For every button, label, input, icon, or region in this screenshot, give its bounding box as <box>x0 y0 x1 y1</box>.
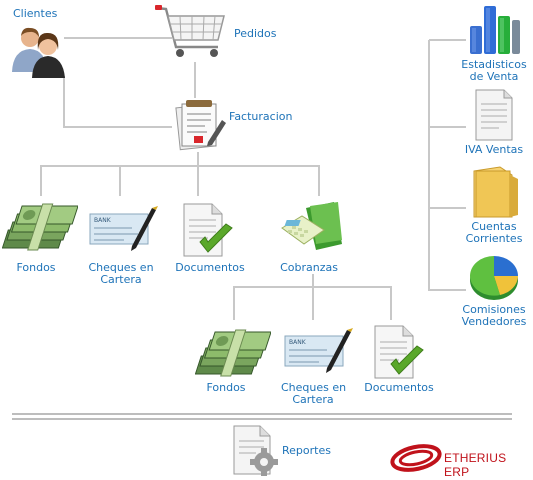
cuentas-label-line2: Corrientes <box>465 232 523 245</box>
shopping-cart-icon <box>155 5 225 57</box>
node-cheques-2[interactable]: BANK Cheques en Cartera <box>281 328 357 408</box>
facturacion-label: Facturacion <box>229 110 293 123</box>
document-icon <box>475 89 513 141</box>
pedidos-label: Pedidos <box>234 27 277 40</box>
node-reportes[interactable]: Reportes <box>230 424 350 480</box>
node-cobranzas[interactable]: Cobranzas <box>276 200 352 276</box>
documentos-2-label: Documentos <box>364 381 434 394</box>
node-cuentas-corrientes[interactable]: Cuentas Corrientes <box>458 165 530 247</box>
bank-cheque-icon: BANK <box>89 206 158 251</box>
cheques-1-label-line2: Cartera <box>100 273 142 286</box>
people-icon <box>12 27 65 78</box>
cuentas-label-line1: Cuentas <box>471 220 517 233</box>
node-estadisticos[interactable]: Estadisticos de Venta <box>458 4 530 84</box>
money-stack-icon <box>195 329 271 377</box>
comisiones-label-line1: Comisiones <box>462 303 526 316</box>
documentos-1-label: Documentos <box>175 261 245 274</box>
cheques-1-label-line1: Cheques en <box>88 261 154 274</box>
invoice-icon <box>175 100 226 151</box>
cheques-2-label-line2: Cartera <box>292 393 334 406</box>
node-facturacion[interactable]: Facturacion <box>172 98 302 154</box>
node-fondos-1[interactable]: Fondos <box>2 200 80 276</box>
document-check-icon <box>374 325 424 379</box>
iva-ventas-label: IVA Ventas <box>464 143 524 156</box>
bar-chart-icon <box>470 6 520 54</box>
cheques-2-label-line1: Cheques en <box>281 381 347 394</box>
node-comisiones[interactable]: Comisiones Vendedores <box>458 250 530 330</box>
estadisticos-label-line1: Estadisticos <box>461 58 527 71</box>
document-check-icon <box>183 203 233 257</box>
node-fondos-2[interactable]: Fondos <box>195 326 273 398</box>
fondos-1-label: Fondos <box>16 261 56 274</box>
svg-text:BANK: BANK <box>94 217 112 224</box>
clientes-label: Clientes <box>13 7 58 20</box>
node-iva-ventas[interactable]: IVA Ventas <box>458 88 530 158</box>
folder-icon <box>473 166 518 218</box>
calculator-folder-icon <box>281 202 342 250</box>
node-cheques-1[interactable]: BANK Cheques en Cartera <box>86 206 162 288</box>
bank-cheque-icon: BANK <box>284 328 353 373</box>
brand-name: ETHERIUS ERP <box>444 451 507 479</box>
estadisticos-label-line2: de Venta <box>469 70 519 83</box>
node-documentos-2[interactable]: Documentos <box>361 322 437 398</box>
reportes-label: Reportes <box>282 444 331 457</box>
report-gear-icon <box>233 425 278 476</box>
money-stack-icon <box>2 203 78 251</box>
node-documentos-1[interactable]: Documentos <box>172 200 248 276</box>
fondos-2-label: Fondos <box>206 381 246 394</box>
brand-logo: ETHERIUS ERP <box>390 440 530 479</box>
svg-text:BANK: BANK <box>289 339 307 346</box>
node-pedidos[interactable]: Pedidos <box>152 2 292 64</box>
cobranzas-label: Cobranzas <box>280 261 338 274</box>
etherius-logo-icon <box>390 444 442 472</box>
node-clientes[interactable]: Clientes <box>10 6 70 80</box>
comisiones-label-line2: Vendedores <box>461 315 527 328</box>
pie-chart-icon <box>470 256 518 300</box>
